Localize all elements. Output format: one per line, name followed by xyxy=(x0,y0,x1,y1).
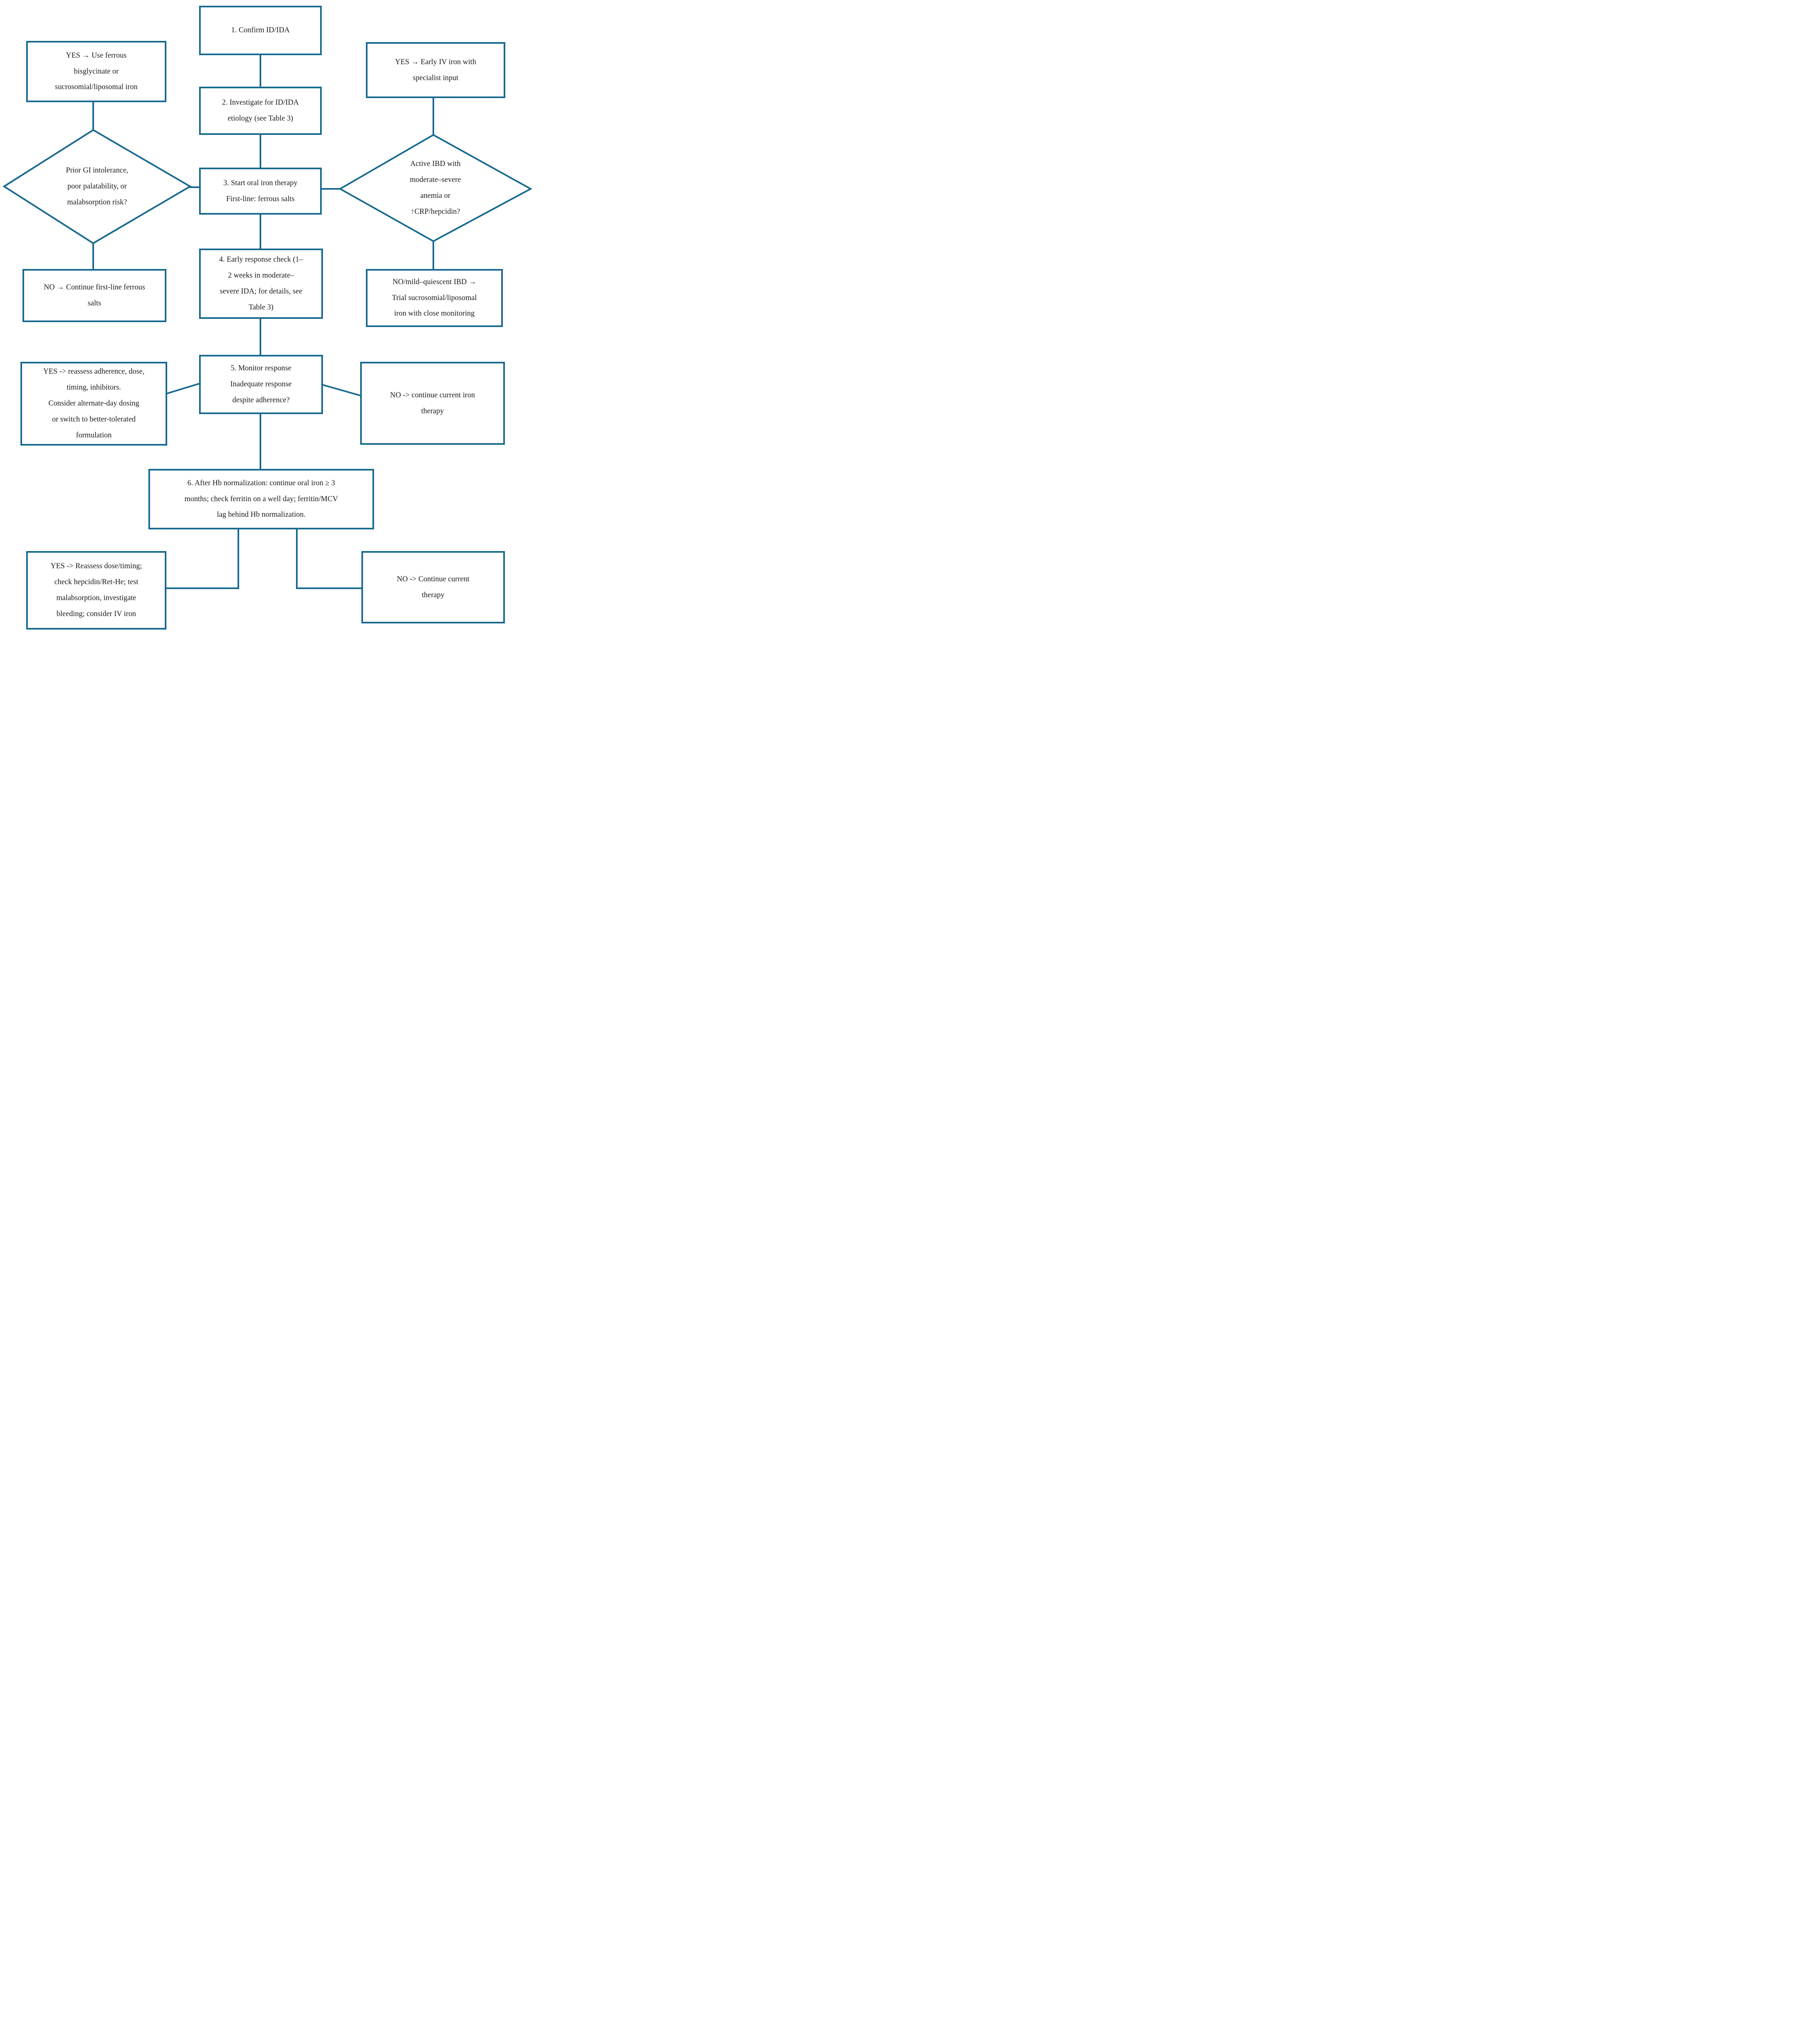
connector-box5-yesl5 xyxy=(166,383,200,394)
connector-box6-nobr xyxy=(296,529,362,589)
step-1-confirm-box: 1. Confirm ID/IDA xyxy=(199,6,322,55)
outcome-no-continue-current-therapy-box: NO -> Continue current therapy xyxy=(361,551,505,623)
outcome-yes-reassess-dose-timing-box: YES -> Reassess dose/timing; check hepci… xyxy=(26,551,166,630)
connector-box5-nor5 xyxy=(322,384,361,397)
outcome-yes-early-iv-iron-box: YES → Early IV iron with specialist inpu… xyxy=(366,42,505,98)
decision-diamond-right-shape xyxy=(338,134,533,242)
outcome-yes-reassess-adherence-box: YES -> reassess adherence, dose, timing,… xyxy=(20,362,167,446)
outcome-no-continue-ferrous-salts-box: NO → Continue first-line ferrous salts xyxy=(22,269,166,322)
decision-active-ibd-diamond: Active IBD with moderate–severe anemia o… xyxy=(410,160,461,216)
outcome-no-mild-quiescent-ibd-box: NO/mild–quiescent IBD → Trial sucrosomia… xyxy=(366,269,503,327)
outcome-yes-ferrous-bisglycinate-box: YES → Use ferrous bisglycinate or sucros… xyxy=(26,41,166,102)
step-3-start-oral-iron-box: 3. Start oral iron therapy First-line: f… xyxy=(199,168,322,215)
step-5-monitor-response-box: 5. Monitor response Inadequate response … xyxy=(199,355,323,414)
connector-box6-yesbl xyxy=(166,529,239,589)
decision-gi-intolerance-diamond: Prior GI intolerance, poor palatability,… xyxy=(66,166,128,206)
outcome-no-continue-current-iron-box: NO -> continue current iron therapy xyxy=(360,362,505,445)
flowchart-canvas: 1. Confirm ID/IDA YES → Use ferrous bisg… xyxy=(0,0,536,642)
step-6-after-hb-normalization-box: 6. After Hb normalization: continue oral… xyxy=(148,469,374,529)
step-4-early-response-check-box: 4. Early response check (1– 2 weeks in m… xyxy=(199,249,323,319)
connector-lines xyxy=(2,55,533,589)
step-2-investigate-etiology-box: 2. Investigate for ID/IDA etiology (see … xyxy=(199,87,322,135)
decision-diamond-left-shape xyxy=(2,129,192,244)
connector-layer xyxy=(2,55,533,589)
